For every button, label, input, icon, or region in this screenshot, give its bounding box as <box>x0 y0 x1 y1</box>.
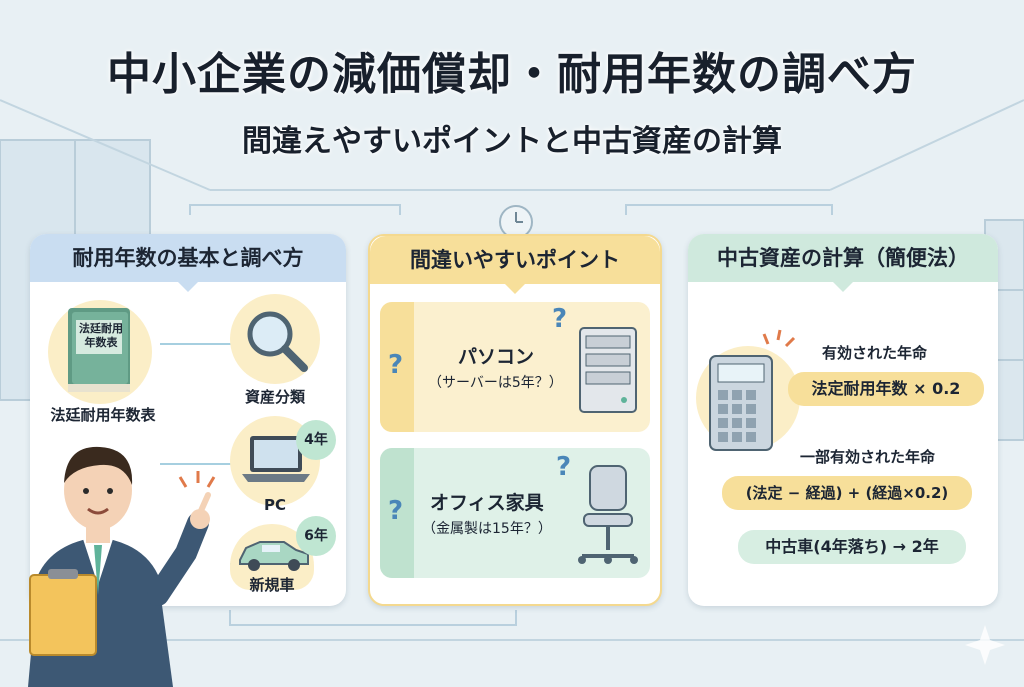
case1-formula: 法定耐用年数 × 0.2 <box>788 372 984 406</box>
magnifier-icon <box>247 311 308 372</box>
car-label: 新規車 <box>249 576 295 594</box>
question-icon-2: ? <box>388 496 404 526</box>
basics-panel-heading: 耐用年数の基本と調べ方 <box>30 234 346 292</box>
calculator-spark-lines <box>762 329 796 348</box>
case2-formula: (法定 − 経過) + (経過×0.2) <box>722 476 972 510</box>
question-icon: ? <box>388 350 404 380</box>
used-asset-panel-heading: 中古資産の計算（簡便法） <box>688 234 998 292</box>
case2-label: 一部有効された年命 <box>800 448 936 466</box>
mistake-card-furniture: ? オフィス家具 （金属製は15年？） ? <box>380 448 650 578</box>
pc-label: PC <box>263 496 286 514</box>
pc-years-badge: 4年 <box>296 420 336 460</box>
calculator-icon <box>709 355 773 451</box>
case1-label: 有効された年命 <box>822 344 928 362</box>
chair-question-icon: ? <box>556 452 572 482</box>
page-subtitle: 間違えやすいポイントと中古資産の計算 <box>242 124 782 159</box>
mistake-note-pc: （サーバーは5年？） <box>428 375 563 391</box>
mistake-card-pc: ? パソコン （サーバーは5年？） ? <box>380 302 650 432</box>
mistakes-panel: 間違いやすいポイント ? パソコン （サーバーは5年？） ? ? オフィス家具 … <box>368 234 662 606</box>
book-label: 法廷耐用年数表 <box>50 406 156 424</box>
businessman-illustration <box>28 446 216 687</box>
mistakes-panel-heading: 間違いやすいポイント <box>370 236 660 294</box>
car-icon <box>239 541 309 571</box>
mistake-card-furniture-stripe <box>380 448 414 578</box>
laptop-icon <box>242 436 310 482</box>
book-icon <box>68 308 130 392</box>
asset-category-label: 資産分類 <box>244 388 305 406</box>
car-years-badge: 6年 <box>296 516 336 556</box>
mistake-title-furniture: オフィス家具 <box>430 492 544 514</box>
office-chair-icon <box>578 465 638 564</box>
mistake-title-pc: パソコン <box>458 346 535 368</box>
used-asset-panel: 中古資産の計算（簡便法） 有効された年命 法定耐用年数 × 0.2 一部有効され… <box>688 234 998 606</box>
book-cover-text: 法廷耐用年数表 <box>79 322 123 349</box>
page-title: 中小企業の減価償却・耐用年数の調べ方 <box>107 49 917 100</box>
server-icon <box>579 327 637 413</box>
server-question-icon: ? <box>552 304 568 334</box>
mistake-card-pc-stripe <box>380 302 414 432</box>
used-car-example: 中古車(4年落ち) → 2年 <box>738 530 966 564</box>
mistake-note-furniture: （金属製は15年？） <box>422 521 552 537</box>
